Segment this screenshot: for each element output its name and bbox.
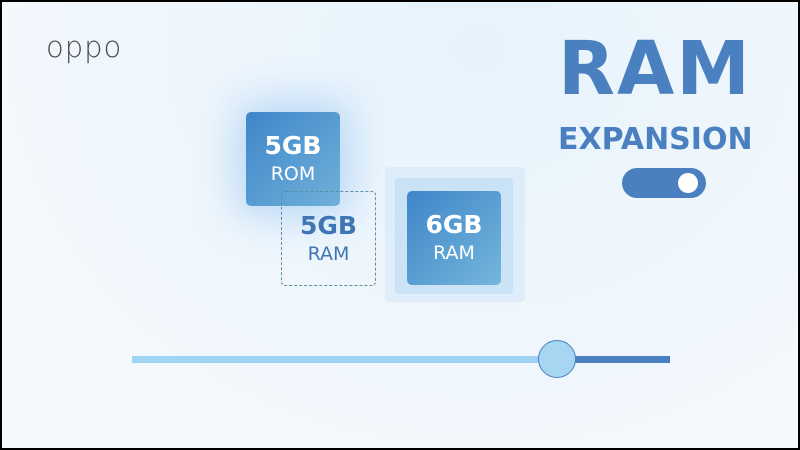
headline-title: RAM — [558, 26, 752, 112]
virtual-ram-label: RAM — [307, 242, 350, 265]
ram-slider-thumb[interactable] — [538, 340, 577, 378]
rom-card: 5GB ROM — [246, 112, 340, 206]
ram-slider-track[interactable] — [132, 340, 670, 378]
total-ram-card: 6GB RAM — [407, 191, 501, 285]
ram-slider-fill — [132, 356, 558, 363]
total-ram-size: 6GB — [425, 210, 483, 239]
virtual-ram-card: 5GB RAM — [281, 191, 376, 286]
rom-label: ROM — [270, 163, 316, 185]
rom-size: 5GB — [264, 131, 322, 160]
virtual-ram-size: 5GB — [300, 210, 357, 240]
headline-subtitle: EXPANSION — [558, 122, 753, 157]
total-ram-label: RAM — [433, 242, 475, 264]
toggle-knob — [678, 173, 698, 193]
ram-expansion-toggle[interactable] — [622, 168, 706, 198]
oppo-logo: oppo — [46, 30, 123, 64]
